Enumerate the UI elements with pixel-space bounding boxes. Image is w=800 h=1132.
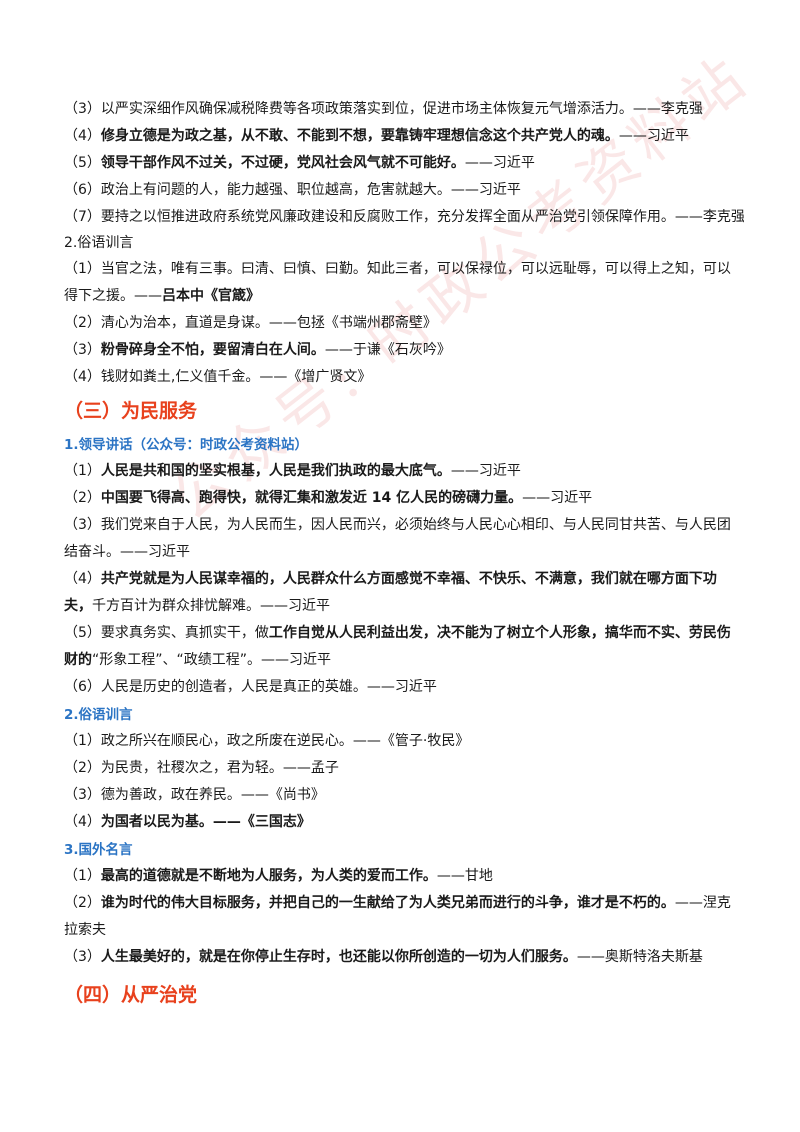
quote-text: （2）清心为治本，直道是身谋。——包拯《书端州郡斋壁》 (64, 315, 437, 331)
quote-attribution: ——习近平 (618, 128, 689, 144)
quote-text: （3）德为善政，政在养民。——《尚书》 (64, 787, 325, 803)
quote-line: （6）人民是历史的创造者，人民是真正的英雄。——习近平 (64, 674, 744, 701)
quote-line: （3）德为善政，政在养民。——《尚书》 (64, 782, 744, 809)
quote-line: （3）以严实深细作风确保减税降费等各项政策落实到位，促进市场主体恢复元气增添活力… (64, 96, 744, 123)
quote-group-sayings: （1）当官之法，唯有三事。曰清、曰慎、曰勤。知此三者，可以保禄位，可以远耻辱，可… (64, 256, 744, 391)
quote-text: （4） (64, 814, 101, 830)
quote-text: （3） (64, 949, 101, 965)
quote-text: （7）要持之以恒推进政府系统党风廉政建设和反腐败工作，充分发挥全面从严治党引领保… (64, 209, 744, 225)
quote-line: （1）政之所兴在顺民心，政之所废在逆民心。——《管子·牧民》 (64, 728, 744, 755)
quote-text: （4）钱财如粪土,仁义值千金。——《增广贤文》 (64, 369, 372, 385)
quote-attribution: “形象工程”、“政绩工程”。——习近平 (92, 652, 332, 668)
quote-text: （5）要求真务实、真抓实干，做 (64, 625, 269, 641)
quote-line: （3）人生最美好的，就是在你停止生存时，也还能以你所创造的一切为人们服务。——奥… (64, 944, 744, 971)
subheading-leader-speeches: 1.领导讲话（公众号：时政公考资料站） (64, 437, 309, 453)
quote-emphasis: 领导干部作风不过关，不过硬，党风社会风气就不可能好。 (100, 155, 465, 171)
quote-emphasis: 人生最美好的，就是在你停止生存时，也还能以你所创造的一切为人们服务。 (100, 949, 577, 965)
quote-emphasis: 修身立德是为政之基，从不敢、不能到不想，要靠铸牢理想信念这个共产党人的魂。 (100, 128, 619, 144)
quote-emphasis: 工作自觉从人民利益出发，决不能为了树立个人形象，搞华而不实、劳民伤财的 (64, 625, 731, 668)
quote-text: （1） (64, 463, 101, 479)
quote-text: （3）以严实深细作风确保减税降费等各项政策落实到位，促进市场主体恢复元气增添活力… (64, 101, 703, 117)
quote-emphasis: 为国者以民为基。——《三国志》 (100, 814, 311, 830)
quote-text: （1）政之所兴在顺民心，政之所废在逆民心。——《管子·牧民》 (64, 733, 470, 749)
quote-line: （7）要持之以恒推进政府系统党风廉政建设和反腐败工作，充分发挥全面从严治党引领保… (64, 204, 744, 231)
quote-group-foreign: （1）最高的道德就是不断地为人服务，为人类的爱而工作。——甘地（2）谁为时代的伟… (64, 863, 744, 971)
quote-line: （4）为国者以民为基。——《三国志》 (64, 809, 744, 836)
quote-emphasis: 最高的道德就是不断地为人服务，为人类的爱而工作。 (100, 868, 437, 884)
quote-text: （3） (64, 342, 101, 358)
quote-attribution: ——奥斯特洛夫斯基 (576, 949, 703, 965)
document-content: （3）以严实深细作风确保减税降费等各项政策落实到位，促进市场主体恢复元气增添活力… (64, 96, 744, 1017)
quote-line: （4）修身立德是为政之基，从不敢、不能到不想，要靠铸牢理想信念这个共产党人的魂。… (64, 123, 744, 150)
quote-text: （5） (64, 155, 101, 171)
quote-emphasis: 谁为时代的伟大目标服务，并把自己的一生献给了为人类兄弟而进行的斗争，谁才是不朽的… (100, 895, 675, 911)
quote-line: （1）当官之法，唯有三事。曰清、曰慎、曰勤。知此三者，可以保禄位，可以远耻辱，可… (64, 256, 744, 310)
quote-emphasis: 人民是共和国的坚实根基，人民是我们执政的最大底气。 (100, 463, 451, 479)
quote-line: （4）钱财如粪土,仁义值千金。——《增广贤文》 (64, 364, 744, 391)
quote-attribution: ——习近平 (522, 490, 593, 506)
subheading-sayings-2: 2.俗语训言 (64, 707, 133, 723)
quote-text: （2）为民贵，社稷次之，君为轻。——孟子 (64, 760, 339, 776)
quote-line: （3）粉骨碎身全不怕，要留清白在人间。——于谦《石灰吟》 (64, 337, 744, 364)
quote-group-sayings-2: （1）政之所兴在顺民心，政之所废在逆民心。——《管子·牧民》 （2）为民贵，社稷次… (64, 728, 744, 836)
quote-attribution: ——甘地 (436, 868, 493, 884)
quote-line: （3）我们党来自于人民，为人民而生，因人民而兴，必须始终与人民心心相印、与人民同… (64, 512, 744, 566)
quote-emphasis: 中国要飞得高、跑得快，就得汇集和激发近 14 亿人民的磅礴力量。 (100, 490, 523, 506)
quote-attribution: ——习近平 (464, 155, 535, 171)
quote-text: （3）我们党来自于人民，为人民而生，因人民而兴，必须始终与人民心心相印、与人民同… (64, 517, 731, 560)
quote-attribution: ——涅克拉索夫 (64, 895, 731, 938)
section-title-strict-governance: （四）从严治党 (64, 984, 198, 1006)
quote-line: （4）共产党就是为人民谋幸福的，人民群众什么方面感觉不幸福、不快乐、不满意，我们… (64, 566, 744, 620)
quote-line: （2）中国要飞得高、跑得快，就得汇集和激发近 14 亿人民的磅礴力量。——习近平 (64, 485, 744, 512)
quote-attribution: ——习近平 (450, 463, 521, 479)
quote-line: （2）清心为治本，直道是身谋。——包拯《书端州郡斋壁》 (64, 310, 744, 337)
quote-line: （5）领导干部作风不过关，不过硬，党风社会风气就不可能好。——习近平 (64, 150, 744, 177)
quote-text: （2） (64, 490, 101, 506)
quote-text: （6）政治上有问题的人，能力越强、职位越高，危害就越大。——习近平 (64, 182, 521, 198)
quote-attribution: ——于谦《石灰吟》 (324, 342, 451, 358)
subheading-foreign-quotes: 3.国外名言 (64, 842, 133, 858)
quote-line: （1）最高的道德就是不断地为人服务，为人类的爱而工作。——甘地 (64, 863, 744, 890)
quote-text: （4） (64, 571, 101, 587)
quote-text: （2） (64, 895, 101, 911)
quote-line: （2）为民贵，社稷次之，君为轻。——孟子 (64, 755, 744, 782)
quote-line: （2）谁为时代的伟大目标服务，并把自己的一生献给了为人类兄弟而进行的斗争，谁才是… (64, 890, 744, 944)
quote-line: （1）人民是共和国的坚实根基，人民是我们执政的最大底气。——习近平 (64, 458, 744, 485)
quote-text: （4） (64, 128, 101, 144)
quote-emphasis: 共产党就是为人民谋幸福的，人民群众什么方面感觉不幸福、不快乐、不满意，我们就在哪… (64, 571, 717, 614)
quote-text: （1） (64, 868, 101, 884)
quote-group-leader-speeches: （1）人民是共和国的坚实根基，人民是我们执政的最大底气。——习近平（2）中国要飞… (64, 458, 744, 701)
quote-line: （5）要求真务实、真抓实干，做工作自觉从人民利益出发，决不能为了树立个人形象，搞… (64, 620, 744, 674)
quote-attribution: 千方百计为群众排忧解难。——习近平 (92, 598, 330, 614)
subheading-sayings: 2.俗语训言 (64, 235, 134, 251)
quote-emphasis: 粉骨碎身全不怕，要留清白在人间。 (100, 342, 325, 358)
quote-group-conduct: （3）以严实深细作风确保减税降费等各项政策落实到位，促进市场主体恢复元气增添活力… (64, 96, 744, 231)
section-title-serve-people: （三）为民服务 (64, 400, 198, 422)
quote-emphasis: 吕本中《官箴》 (162, 288, 260, 304)
quote-text: （6）人民是历史的创造者，人民是真正的英雄。——习近平 (64, 679, 437, 695)
quote-text: （1）当官之法，唯有三事。曰清、曰慎、曰勤。知此三者，可以保禄位，可以远耻辱，可… (64, 261, 731, 304)
quote-line: （6）政治上有问题的人，能力越强、职位越高，危害就越大。——习近平 (64, 177, 744, 204)
